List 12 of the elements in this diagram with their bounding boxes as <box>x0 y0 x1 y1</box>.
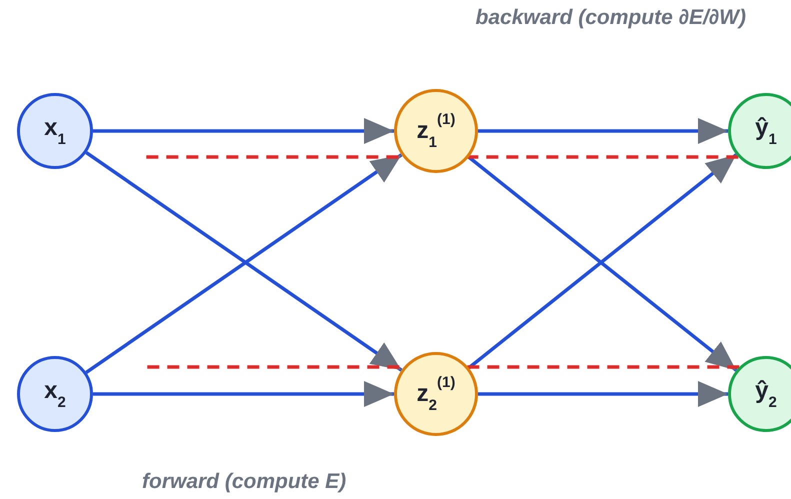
caption-text: forward (compute E) <box>142 470 346 494</box>
node-label: ŷ$_{2}$ <box>755 378 777 410</box>
arrow <box>93 381 394 407</box>
arrow <box>478 118 728 144</box>
output-node <box>728 356 791 432</box>
arrow <box>478 381 728 407</box>
arrow <box>93 118 394 144</box>
caption-text: backward (compute ∂E/∂W) <box>476 6 746 30</box>
node-label: x$_{2}$ <box>44 378 66 410</box>
node-label: ŷ$_{1}$ <box>755 116 777 146</box>
output-node <box>728 93 791 169</box>
node-label: x$_{1}$ <box>44 116 66 146</box>
